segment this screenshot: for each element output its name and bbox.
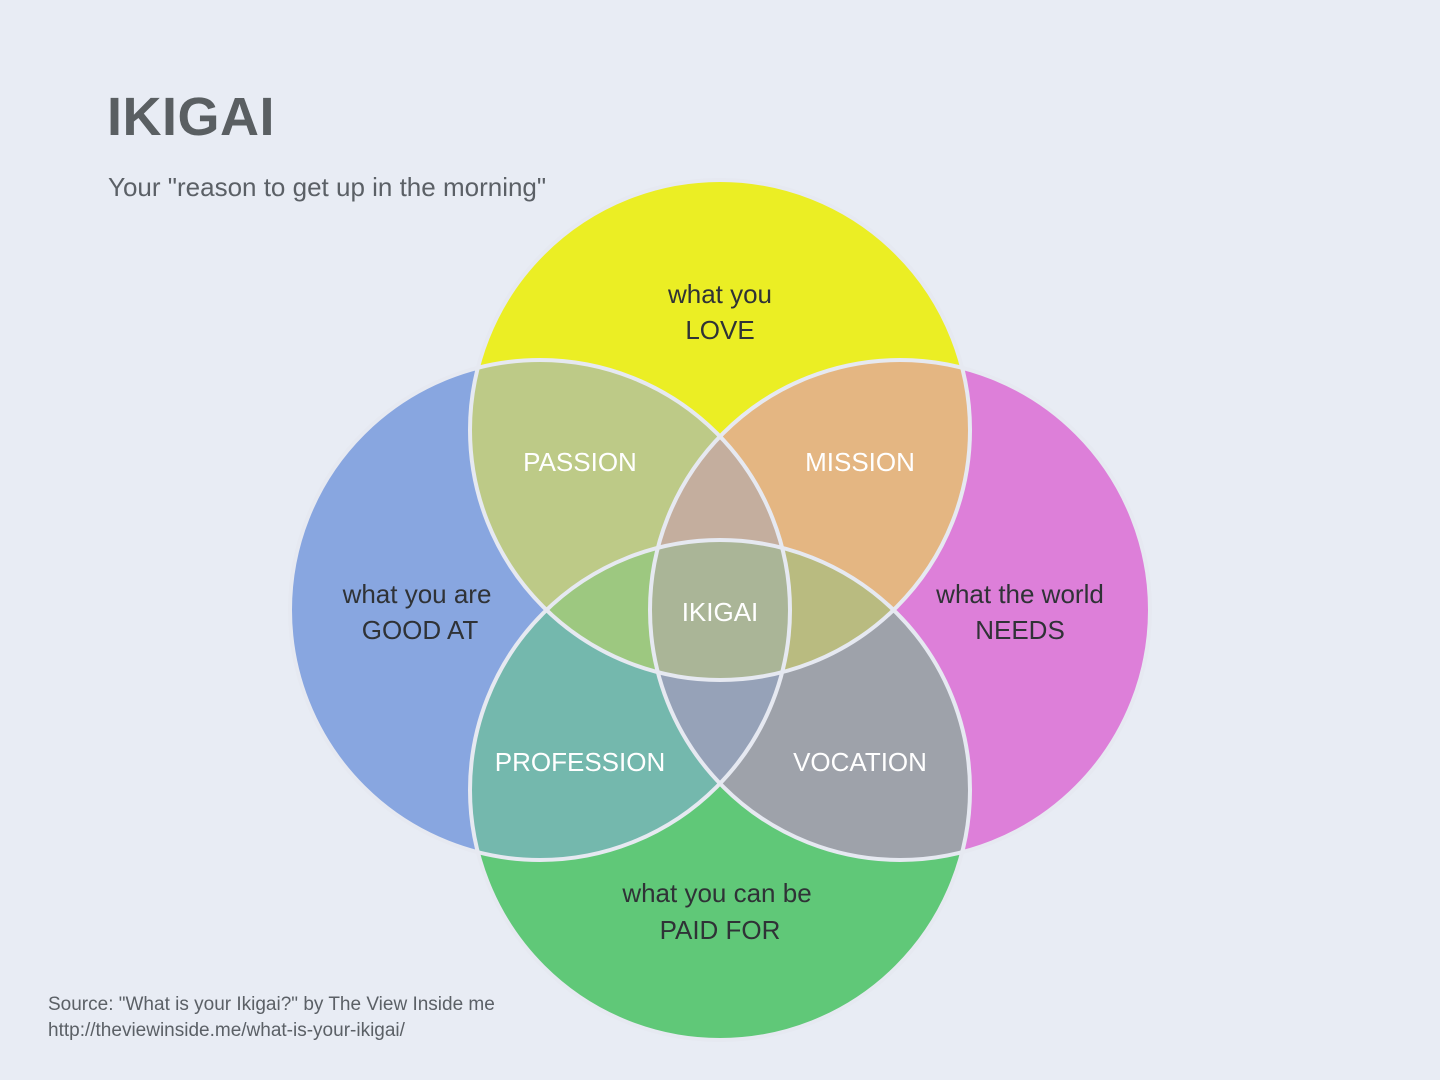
outline-needs xyxy=(648,358,1152,862)
source-url: http://theviewinside.me/what-is-your-iki… xyxy=(48,1020,405,1041)
page-title: IKIGAI xyxy=(107,87,276,147)
label-ikigai: IKIGAI xyxy=(682,597,759,627)
label-needs-line1: what the world xyxy=(935,579,1104,609)
source-note: Source: "What is your Ikigai?" by The Vi… xyxy=(48,992,495,1044)
label-passion: PASSION xyxy=(523,447,637,477)
label-paid-line1: what you can be xyxy=(621,878,811,908)
page-subtitle: Your "reason to get up in the morning" xyxy=(108,172,547,202)
source-citation: Source: "What is your Ikigai?" by The Vi… xyxy=(48,994,495,1015)
label-love-line2: LOVE xyxy=(685,315,754,345)
label-needs-line2: NEEDS xyxy=(975,615,1065,645)
label-good-at-line1: what you are xyxy=(342,579,492,609)
label-vocation: VOCATION xyxy=(793,747,927,777)
outline-good-at xyxy=(288,358,792,862)
label-mission: MISSION xyxy=(805,447,915,477)
label-love-line1: what you xyxy=(667,279,772,309)
label-paid-line2: PAID FOR xyxy=(660,915,781,945)
outline-paid xyxy=(468,538,972,1042)
label-profession: PROFESSION xyxy=(495,747,665,777)
outline-love xyxy=(468,178,972,682)
label-good-at-line2: GOOD AT xyxy=(362,615,479,645)
